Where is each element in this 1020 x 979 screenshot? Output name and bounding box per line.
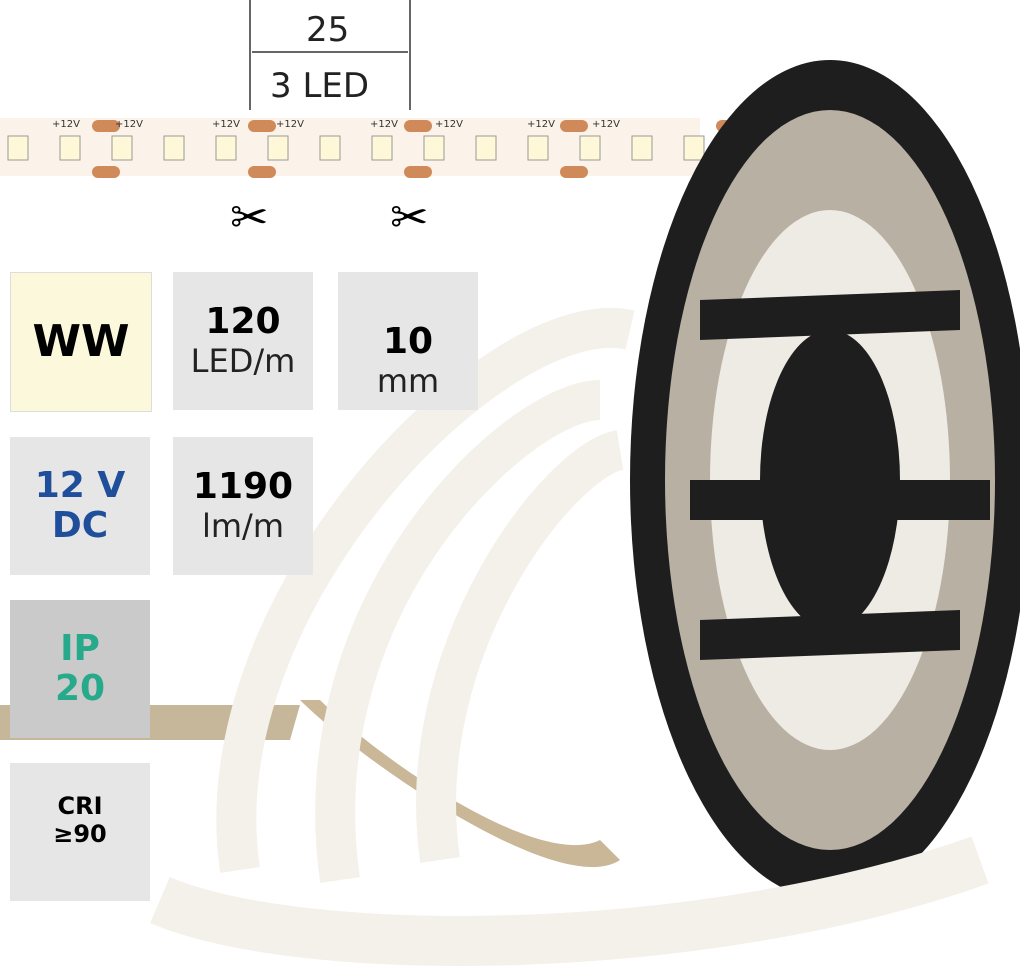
- solder-pad: [560, 120, 588, 132]
- cri-badge: CRI≥90: [40, 792, 120, 848]
- flux-unit: lm/m: [201, 507, 284, 545]
- led-chip: [319, 135, 341, 161]
- voltage-mark: +12V: [435, 119, 463, 130]
- solder-pad: [560, 166, 588, 178]
- solder-pad: [404, 166, 432, 178]
- cri-value: ≥90: [53, 820, 107, 848]
- voltage-mark: +12V: [370, 119, 398, 130]
- density-value: 120: [205, 301, 281, 342]
- voltage-mark: +12V: [212, 119, 240, 130]
- solder-pad: [92, 120, 120, 132]
- flux-value: 1190: [192, 466, 294, 507]
- led-chip: [111, 135, 133, 161]
- color-temp-label: WW: [32, 316, 130, 367]
- voltage-value: 12 V: [34, 465, 126, 506]
- led-chip: [527, 135, 549, 161]
- voltage-mark: +12V: [276, 119, 304, 130]
- led-chip: [267, 135, 289, 161]
- cri-label: CRI: [57, 792, 103, 820]
- led-chip: [683, 135, 705, 161]
- voltage-mark: +12V: [52, 119, 80, 130]
- led-chip: [215, 135, 237, 161]
- dimension-leds: 3 LED: [270, 66, 370, 106]
- strip-loop: [216, 308, 635, 873]
- ip-value: 20: [54, 668, 106, 709]
- spec-cri: [10, 763, 150, 901]
- led-chip: [7, 135, 29, 161]
- density-unit: LED/m: [190, 342, 296, 380]
- voltage-mark: +12V: [115, 119, 143, 130]
- led-chip: [475, 135, 497, 161]
- ip-label: IP: [60, 628, 100, 669]
- led-chip: [423, 135, 445, 161]
- led-chip: [631, 135, 653, 161]
- solder-pad: [92, 166, 120, 178]
- led-chip: [59, 135, 81, 161]
- solder-pad: [404, 120, 432, 132]
- led-chip: [371, 135, 393, 161]
- dimension-length: 25: [306, 10, 350, 50]
- scissors-icon: ✂: [390, 190, 429, 244]
- scissors-icon: ✂: [230, 190, 269, 244]
- voltage-mark: +12V: [527, 119, 555, 130]
- spec-color-temp: WW: [10, 272, 152, 412]
- led-chip: [163, 135, 185, 161]
- voltage-mark: +12V: [592, 119, 620, 130]
- width-unit: mm: [376, 362, 440, 400]
- led-chip: [579, 135, 601, 161]
- solder-pad: [248, 166, 276, 178]
- voltage-unit: DC: [51, 505, 109, 546]
- solder-pad: [248, 120, 276, 132]
- width-value: 10: [382, 321, 434, 362]
